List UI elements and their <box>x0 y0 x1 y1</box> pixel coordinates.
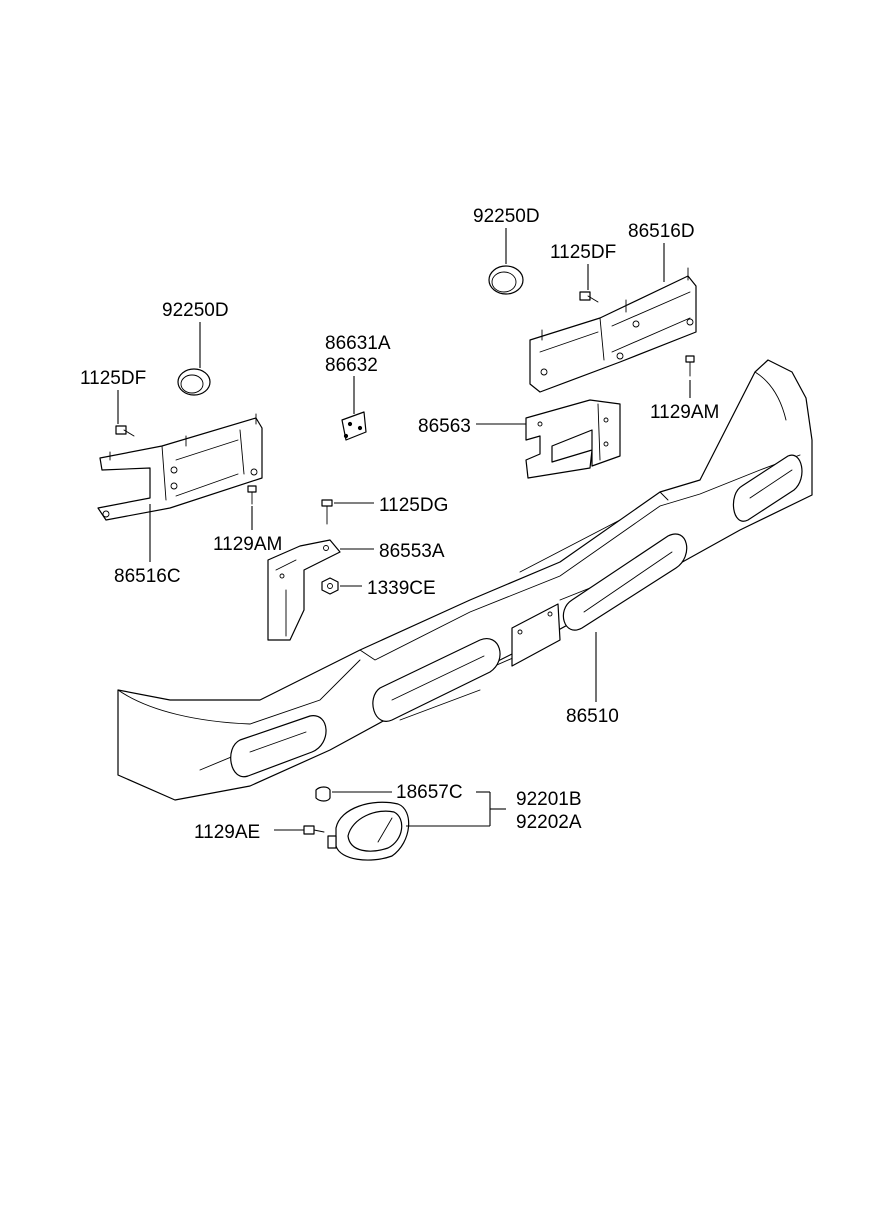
bolt-1129am-left <box>247 485 257 505</box>
label-1129am-left: 1129AM <box>213 534 282 555</box>
part-labels: 92250D 86516D 1125DF 92250D 86631A 86632… <box>80 206 719 843</box>
bracket-86563 <box>525 399 621 479</box>
label-86553a: 86553A <box>379 541 445 562</box>
bolt-1125dg <box>321 499 333 525</box>
fog-lamp-92201b <box>327 801 410 861</box>
leader-lines <box>117 228 691 831</box>
cap-92250d-right <box>488 265 524 295</box>
label-1129am-right: 1129AM <box>650 402 719 423</box>
bolt-1125df-left <box>115 425 135 437</box>
bracket-86553a <box>267 539 341 641</box>
label-86510: 86510 <box>566 706 619 727</box>
label-92250d-left: 92250D <box>162 300 229 321</box>
label-18657c: 18657C <box>396 782 463 803</box>
bolt-1129am-right <box>685 355 695 377</box>
label-1129ae: 1129AE <box>194 822 260 843</box>
front-bumper-86510 <box>117 359 813 801</box>
label-86516d: 86516D <box>628 221 695 242</box>
bulb-18657c <box>315 786 331 802</box>
label-1125df-left: 1125DF <box>80 368 146 389</box>
label-1125df-right: 1125DF <box>550 242 616 263</box>
nut-1339ce <box>321 577 339 595</box>
bolt-1125df-right <box>579 291 599 303</box>
label-92202a: 92202A <box>516 812 582 833</box>
label-86632: 86632 <box>325 355 378 376</box>
bumper-stay-86516d <box>529 267 697 393</box>
label-1125dg: 1125DG <box>379 495 448 516</box>
label-92201b: 92201B <box>516 789 582 810</box>
cap-92250d-left <box>177 368 211 396</box>
bumper-stay-86516c <box>97 413 263 521</box>
plate-86631a <box>341 411 367 441</box>
screw-1129ae <box>303 825 325 835</box>
label-86516c: 86516C <box>114 566 181 587</box>
label-92250d-right: 92250D <box>473 206 540 227</box>
label-1339ce: 1339CE <box>367 578 436 599</box>
label-86631a: 86631A <box>325 333 391 354</box>
label-86563: 86563 <box>418 416 471 437</box>
